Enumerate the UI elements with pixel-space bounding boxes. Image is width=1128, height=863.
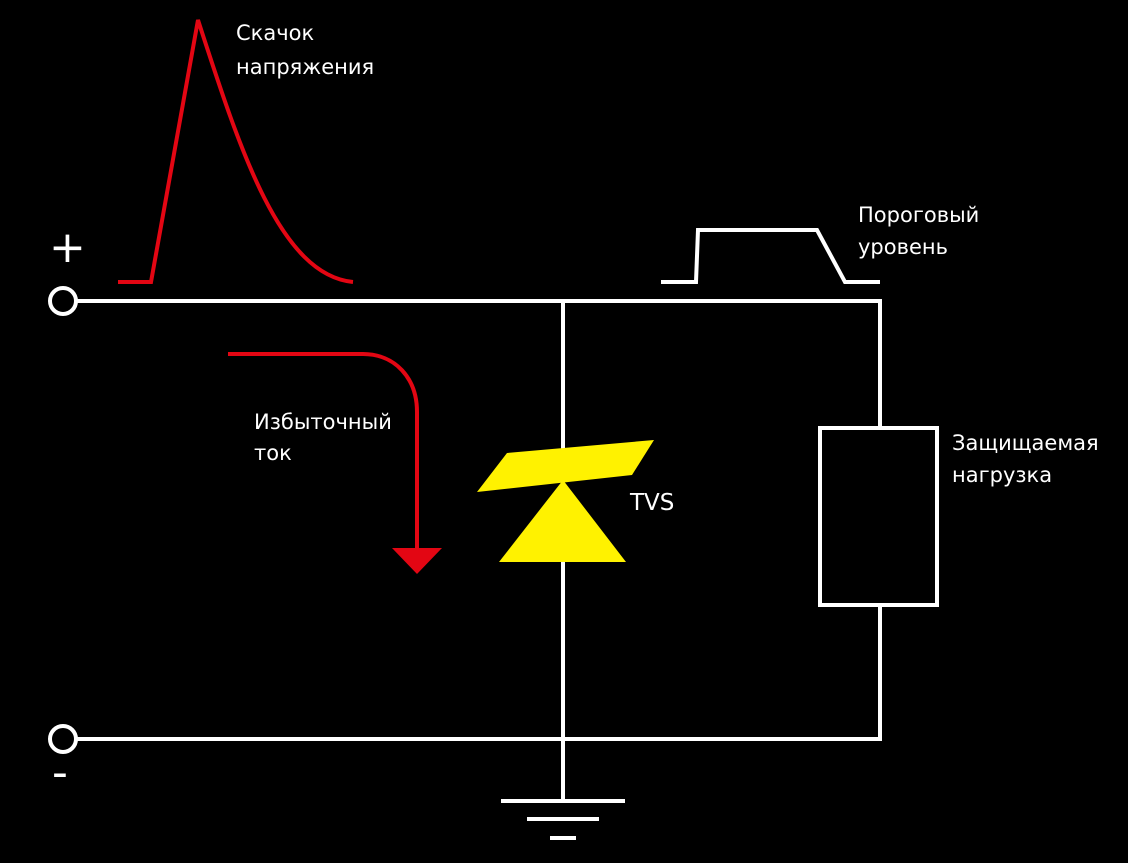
tvs-cathode-bar	[477, 440, 654, 492]
threshold-label-line1: Пороговый	[858, 203, 979, 227]
minus-sign: -	[52, 747, 68, 798]
positive-terminal-icon	[48, 286, 78, 316]
load-label-line1: Защищаемая	[952, 431, 1099, 455]
excess-current-arrowhead	[392, 548, 442, 574]
excess-current-label-line2: ток	[254, 441, 292, 465]
tvs-label: TVS	[629, 490, 674, 516]
excess-current-arrow	[228, 352, 419, 552]
threshold-label-line2: уровень	[858, 235, 948, 259]
voltage-spike-label-line2: напряжения	[236, 55, 374, 79]
resistor-box-icon	[818, 426, 939, 607]
ground-icon	[501, 799, 625, 840]
load-label-line2: нагрузка	[952, 463, 1052, 487]
voltage-spike-label-line1: Скачок	[236, 21, 314, 45]
plus-sign: +	[49, 222, 86, 273]
excess-current-label-line1: Избыточный	[254, 410, 392, 434]
threshold-level-waveform	[661, 228, 880, 284]
voltage-spike-waveform	[118, 19, 354, 284]
tvs-diode-icon	[499, 480, 626, 562]
